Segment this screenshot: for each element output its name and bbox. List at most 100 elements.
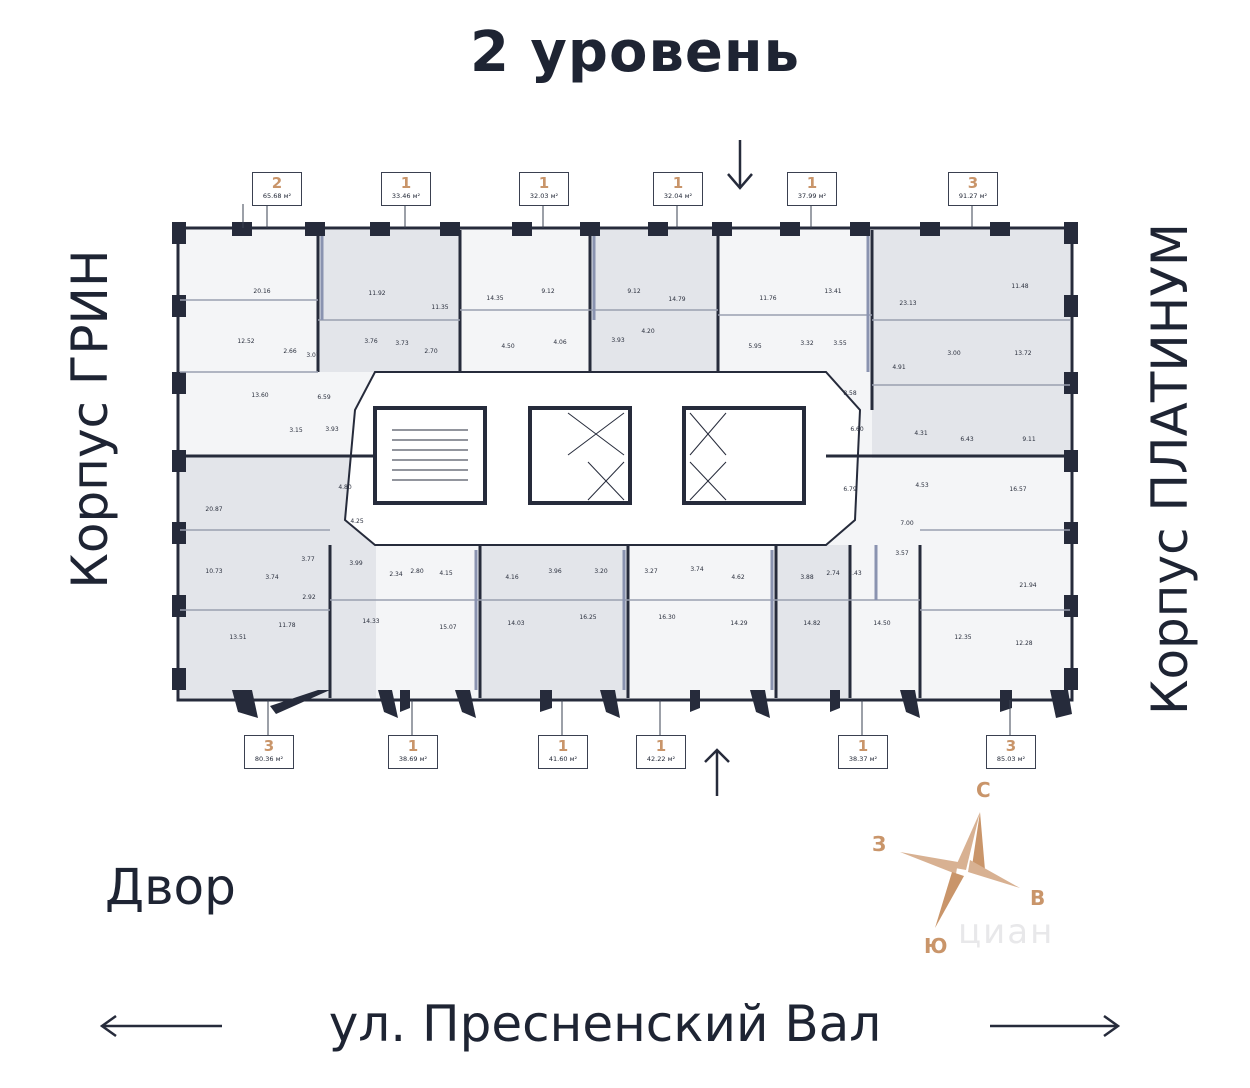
compass-south: Ю: [924, 934, 948, 958]
room-area-label: 3.32: [800, 340, 814, 347]
room-area-label: 2.43: [848, 570, 862, 577]
room-area-label: 4.31: [914, 430, 928, 437]
room-area-label: 20.87: [205, 506, 223, 513]
room-area-label: 4.20: [641, 328, 655, 335]
compass-north: С: [976, 778, 991, 802]
apartment-area: 41.60 м²: [548, 755, 578, 763]
room-area-label: 11.76: [759, 295, 777, 302]
room-area-label: 14.50: [873, 620, 891, 627]
yard-label: Двор: [105, 858, 236, 916]
room-area-label: 9.12: [541, 288, 555, 295]
room-area-label: 4.91: [892, 364, 906, 371]
apartment-area: 38.69 м²: [398, 755, 428, 763]
room-count: 3: [263, 737, 275, 755]
room-area-label: 11.48: [1011, 283, 1029, 290]
apartment-area: 91.27 м²: [958, 192, 988, 200]
room-area-label: 14.82: [803, 620, 821, 627]
apartment-area: 80.36 м²: [254, 755, 284, 763]
room-count: 1: [655, 737, 667, 755]
room-area-label: 20.16: [253, 288, 271, 295]
room-count: 1: [557, 737, 569, 755]
room-area-label: 16.57: [1009, 486, 1027, 493]
room-area-label: 12.28: [1015, 640, 1033, 647]
room-area-label: 11.78: [278, 622, 296, 629]
watermark: циан: [958, 912, 1055, 952]
apartment-area: 33.46 м²: [391, 192, 421, 200]
room-area-label: 6.59: [317, 394, 331, 401]
room-count: 1: [857, 737, 869, 755]
room-area-label: 3.00: [947, 350, 961, 357]
room-area-label: 3.27: [644, 568, 658, 575]
room-area-label: 9.12: [627, 288, 641, 295]
room-area-label: 7.00: [900, 520, 914, 527]
room-count: 1: [400, 174, 412, 192]
room-area-label: 12.35: [954, 634, 972, 641]
room-area-label: 2.80: [410, 568, 424, 575]
compass-east: В: [1030, 886, 1046, 910]
stairwell: [373, 406, 487, 505]
room-area-label: 14.29: [730, 620, 748, 627]
compass-west: З: [872, 832, 887, 856]
apartment-area: 42.22 м²: [646, 755, 676, 763]
apartment-area: 32.04 м²: [663, 192, 693, 200]
room-area-label: 10.73: [205, 568, 223, 575]
room-area-label: 13.72: [1014, 350, 1032, 357]
apartment-area: 37.99 м²: [797, 192, 827, 200]
room-area-label: 9.11: [1022, 436, 1036, 443]
apartment-area: 32.03 м²: [529, 192, 559, 200]
room-area-label: 13.60: [251, 392, 269, 399]
room-area-label: 3.88: [800, 574, 814, 581]
room-count: 1: [538, 174, 550, 192]
room-count: 3: [1005, 737, 1017, 755]
room-area-label: 21.94: [1019, 582, 1037, 589]
room-area-label: 13.51: [229, 634, 247, 641]
room-area-label: 14.79: [668, 296, 686, 303]
room-area-label: 3.76: [364, 338, 378, 345]
room-area-label: 14.03: [507, 620, 525, 627]
apartment-area: 38.37 м²: [848, 755, 878, 763]
room-area-label: 15.07: [439, 624, 457, 631]
room-area-label: 13.41: [824, 288, 842, 295]
room-area-label: 16.30: [658, 614, 676, 621]
room-area-label: 3.73: [395, 340, 409, 347]
apartment-area: 65.68 м²: [262, 192, 292, 200]
page-title: 2 уровень: [469, 20, 801, 85]
room-area-label: 4.15: [439, 570, 453, 577]
room-area-label: 4.50: [501, 343, 515, 350]
room-count: 1: [672, 174, 684, 192]
apartment-shade: [872, 230, 1070, 458]
apartment-shade: [180, 456, 376, 698]
room-area-label: 4.53: [915, 482, 929, 489]
room-area-label: 6.60: [850, 426, 864, 433]
room-area-label: 2.74: [826, 570, 840, 577]
elevator-shaft: [682, 406, 806, 505]
compass-icon: [900, 812, 1020, 928]
room-count: 1: [806, 174, 818, 192]
room-area-label: 2.66: [283, 348, 297, 355]
room-area-label: 2.34: [389, 571, 403, 578]
room-area-label: 3.20: [594, 568, 608, 575]
room-area-label: 2.70: [424, 348, 438, 355]
room-area-label: 5.95: [748, 343, 762, 350]
room-area-label: 16.25: [579, 614, 597, 621]
apartment-shade: [776, 545, 850, 698]
room-area-label: 3.15: [289, 427, 303, 434]
room-area-label: 3.93: [611, 337, 625, 344]
room-count: 2: [271, 174, 283, 192]
street-label: ул. Пресненский Вал: [328, 995, 882, 1053]
room-area-label: 3.55: [833, 340, 847, 347]
room-area-label: 3.74: [265, 574, 279, 581]
